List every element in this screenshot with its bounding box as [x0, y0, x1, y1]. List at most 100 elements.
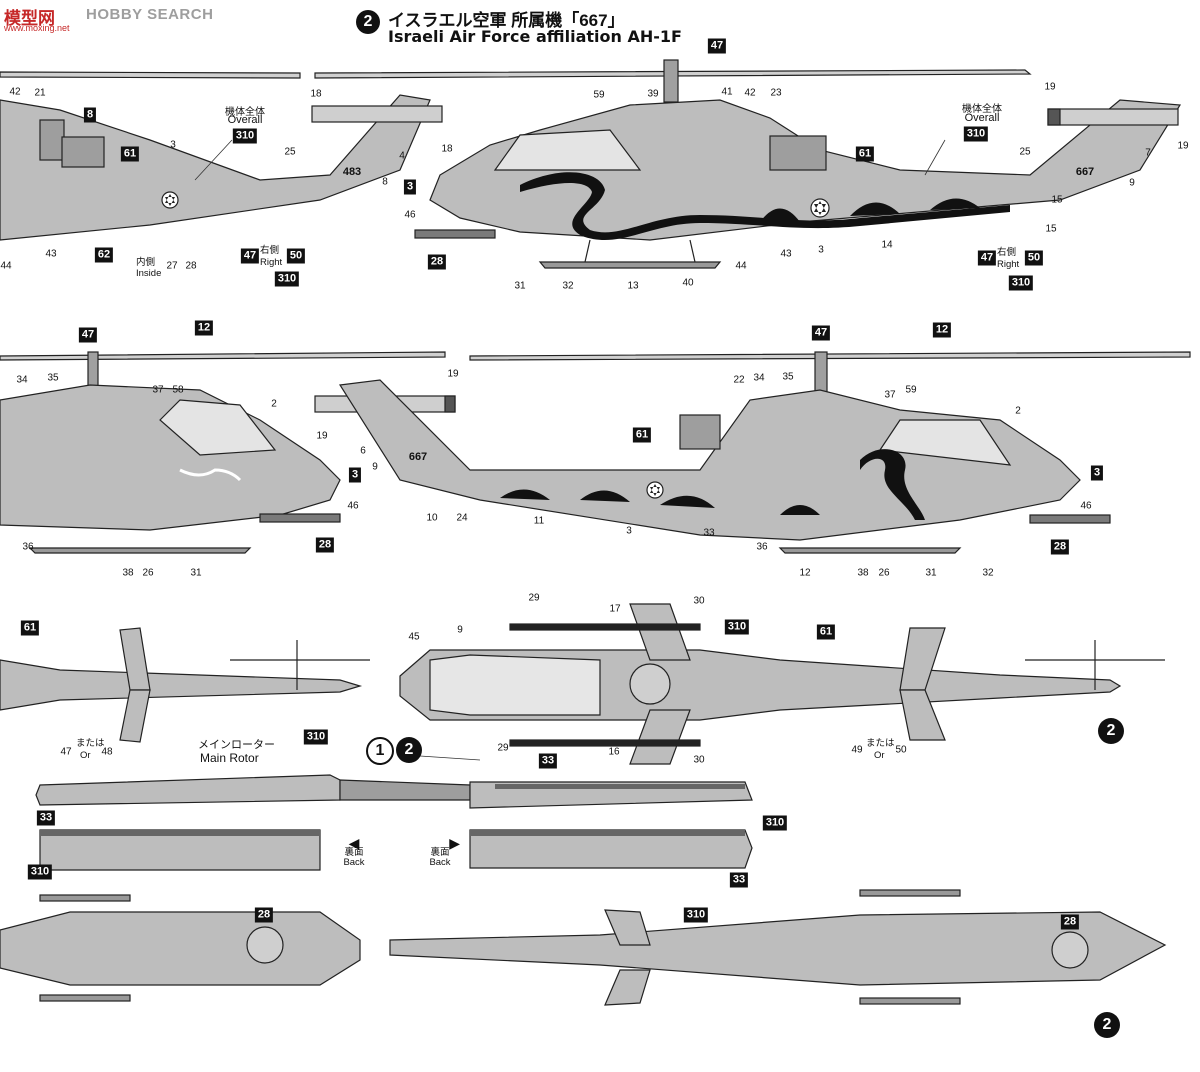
callout-310-pod-left: 310	[274, 271, 300, 287]
callout-310-top: 310	[724, 619, 750, 635]
callout-47-top-left: 47	[60, 746, 72, 758]
callout-23: 23	[770, 87, 782, 99]
callout-6: 6	[360, 445, 366, 457]
callout-45: 45	[408, 631, 420, 643]
callout-41: 41	[721, 86, 733, 98]
side-view-right-row2	[314, 351, 1191, 554]
callout-30-top: 30	[693, 595, 705, 607]
callout-7: 7	[1145, 147, 1151, 159]
or-jp-left: または	[76, 738, 105, 749]
callout-3-row2-left: 3	[348, 467, 362, 483]
callout-310-rotor-left: 310	[27, 864, 53, 880]
gun-barrel	[414, 229, 496, 239]
callout-61-right: 61	[855, 146, 875, 162]
callout-9-row2: 9	[372, 461, 378, 473]
scheme-2-badge-bottom: 2	[1094, 1012, 1120, 1038]
callout-32-right: 32	[562, 280, 574, 292]
callout-49: 49	[851, 744, 863, 756]
rotor-mast	[663, 59, 679, 103]
callout-29-bottom: 29	[497, 742, 509, 754]
watermark-search: HOBBY SEARCH	[86, 6, 214, 23]
callout-33-rotor-left: 33	[36, 810, 56, 826]
callout-10: 10	[426, 512, 438, 524]
callout-42: 42	[744, 87, 756, 99]
callout-62: 62	[94, 247, 114, 263]
scheme-number-badge: 2	[356, 10, 380, 34]
callout-14: 14	[881, 239, 893, 251]
scheme-1-badge: 1	[366, 737, 394, 765]
callout-30-bottom: 30	[693, 754, 705, 766]
callout-61-top-left: 61	[20, 620, 40, 636]
callout-38-row2-left: 38	[122, 567, 134, 579]
snake-marking	[520, 172, 1010, 241]
callout-15b: 15	[1045, 223, 1057, 235]
callout-48: 48	[101, 746, 113, 758]
callout-42-left: 42	[9, 86, 21, 98]
watermark-url: www.moxing.net	[4, 23, 70, 33]
callout-15: 15	[1051, 194, 1063, 206]
callout-11: 11	[533, 515, 545, 527]
callout-16: 16	[608, 746, 620, 758]
callout-26-row2-left: 26	[142, 567, 154, 579]
callout-34-row2-left: 34	[16, 374, 28, 386]
back-en-left: Back	[343, 857, 365, 868]
leader-lines	[194, 139, 946, 761]
callout-19-row2: 19	[447, 368, 459, 380]
callout-18-side: 18	[441, 143, 453, 155]
tail-number-483: 483	[342, 166, 362, 178]
overall-label-en-right: Overall	[964, 112, 1000, 124]
callout-28-row2-right: 28	[1050, 539, 1070, 555]
callout-47-row2-right: 47	[811, 325, 831, 341]
callout-36-row2-left: 36	[22, 541, 34, 553]
callout-310-rotor: 310	[303, 729, 329, 745]
callout-3-row2-right-box: 3	[1090, 465, 1104, 481]
canopy	[493, 129, 642, 171]
back-label-left: ◀ 裏面 Back	[334, 836, 374, 868]
callout-50-left: 50	[286, 248, 306, 264]
callout-12-right: 12	[932, 322, 952, 338]
callout-29-top: 29	[528, 592, 540, 604]
overall-label-jp-left: 機体全体	[225, 107, 265, 118]
callout-28-pod: 28	[185, 260, 197, 272]
back-en-right: Back	[429, 857, 451, 868]
right-side-en-left: Right	[260, 257, 283, 268]
or-jp-right: または	[866, 738, 895, 749]
title-english: Israeli Air Force affiliation AH-1F	[388, 27, 682, 46]
or-en-left: Or	[80, 750, 91, 761]
scheme-2-badge-top: 2	[1098, 718, 1124, 744]
callout-13: 13	[627, 280, 639, 292]
back-jp-left: 裏面	[344, 847, 364, 858]
overall-label-jp-right: 機体全体	[962, 104, 1002, 115]
callout-33-rotor-bottom: 33	[729, 872, 749, 888]
callout-46-row2-right: 46	[1080, 500, 1092, 512]
main-rotor-jp: メインローター	[198, 739, 275, 751]
callout-19b-row2: 19	[316, 430, 328, 442]
callout-32-row2-right: 32	[982, 567, 994, 579]
callout-37-row2-left: 37	[152, 384, 164, 396]
callout-47: 47	[707, 38, 727, 54]
overall-code-right: 310	[963, 126, 989, 142]
callout-59: 59	[593, 89, 605, 101]
callout-47-pod-left: 47	[240, 248, 260, 264]
tail-number-667-right: 667	[1075, 166, 1095, 178]
callout-4: 4	[399, 150, 405, 162]
or-en-right: Or	[874, 750, 885, 761]
side-view-left-partial	[0, 71, 443, 241]
callout-61-left: 61	[120, 146, 140, 162]
right-side-jp: 右側	[997, 247, 1017, 258]
callout-8b: 8	[382, 176, 388, 188]
callout-33-rotor-right: 33	[538, 753, 558, 769]
callout-28-bottom-right: 28	[1060, 914, 1080, 930]
callout-31-right: 31	[514, 280, 526, 292]
callout-36-row2-right: 36	[756, 541, 768, 553]
callout-2: 2	[271, 398, 277, 410]
bottom-views	[0, 889, 1167, 1006]
callout-310-pod-right: 310	[1008, 275, 1034, 291]
callout-28-row2-left: 28	[315, 537, 335, 553]
callout-61-row2: 61	[632, 427, 652, 443]
callout-47-pod-right: 47	[977, 250, 997, 266]
callout-18-top: 18	[310, 88, 322, 100]
callout-59-row2: 59	[905, 384, 917, 396]
callout-47-row2-left: 47	[78, 327, 98, 343]
